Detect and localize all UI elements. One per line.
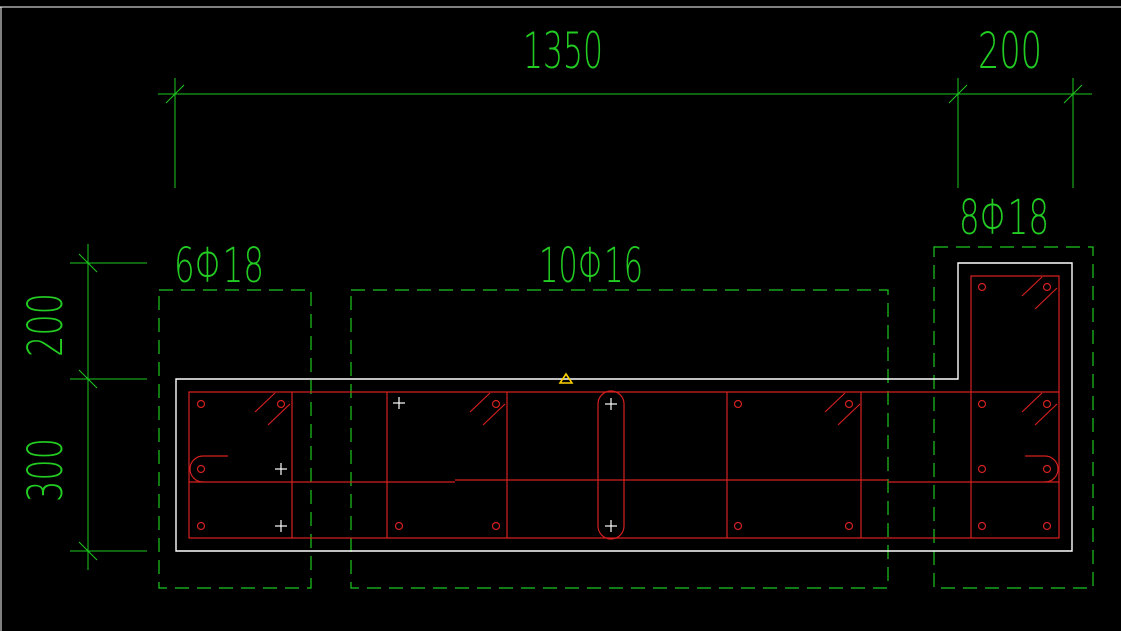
rebar-bar — [844, 521, 854, 531]
rebar-bar — [977, 399, 987, 409]
rebar-bar — [733, 399, 743, 409]
rebar-bar — [196, 521, 206, 531]
rebar-label-left: 6Φ18 — [174, 238, 264, 294]
rebar-bars — [196, 282, 1052, 531]
rebar-bar — [733, 521, 743, 531]
rebar-cage — [188, 275, 1060, 540]
rebar-bar — [394, 521, 404, 531]
rebar-bar — [196, 464, 206, 474]
rebar-bar — [1042, 521, 1052, 531]
rebar-bar — [1042, 464, 1052, 474]
crosshair-icons — [275, 397, 617, 532]
dimension-left-upper: 200 — [18, 293, 74, 357]
rebar-label-right: 8Φ18 — [959, 190, 1049, 246]
zone-right[interactable] — [933, 246, 1094, 589]
crosshair-icon[interactable] — [605, 520, 617, 532]
zone-middle[interactable] — [350, 289, 889, 589]
rebar-bar — [1042, 282, 1052, 292]
dimension-top-main: 1350 — [523, 22, 603, 80]
dimension-left-lower: 300 — [18, 438, 74, 502]
rebar-bar — [977, 521, 987, 531]
section-outline[interactable] — [175, 262, 1073, 552]
rebar-bar — [491, 521, 501, 531]
rebar-bar — [844, 399, 854, 409]
rebar-bar — [276, 399, 286, 409]
rebar-bar — [491, 399, 501, 409]
frame-border — [0, 6, 1121, 631]
crosshair-icon[interactable] — [393, 397, 405, 409]
rebar-zones — [158, 246, 1094, 589]
dimension-top-right: 200 — [978, 22, 1042, 80]
triangle-marker-icon[interactable] — [558, 372, 574, 384]
crosshair-icon[interactable] — [605, 398, 617, 410]
rebar-bar — [196, 399, 206, 409]
rebar-bar — [977, 282, 987, 292]
rebar-bar — [977, 464, 987, 474]
rebar-bar — [1042, 399, 1052, 409]
rebar-label-middle: 10Φ16 — [539, 238, 643, 294]
zone-left[interactable] — [158, 289, 312, 589]
crosshair-icon[interactable] — [275, 463, 287, 475]
dimension-lines — [70, 78, 1092, 570]
crosshair-icon[interactable] — [275, 520, 287, 532]
